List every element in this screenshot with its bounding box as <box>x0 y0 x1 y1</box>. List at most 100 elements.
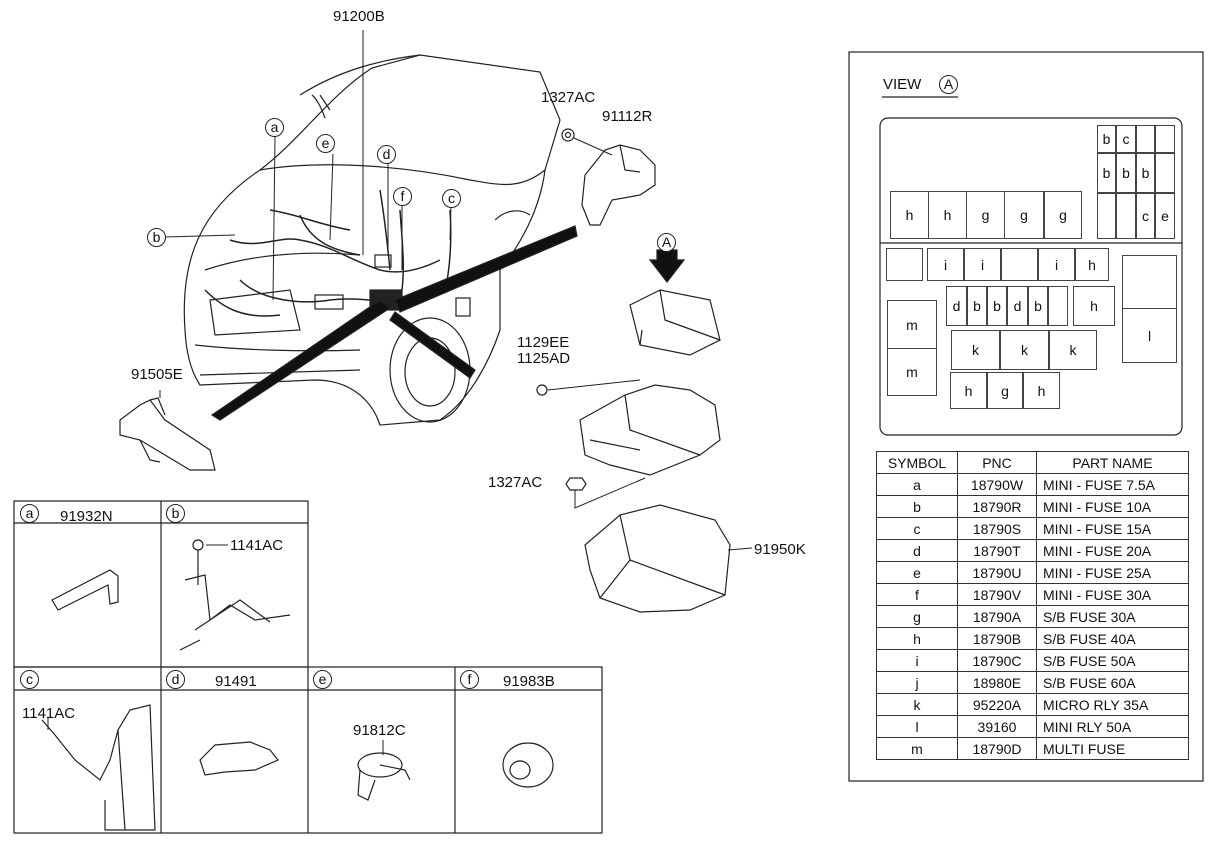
fuse-slot: b <box>1028 286 1048 326</box>
cell-part-name: S/B FUSE 60A <box>1036 671 1189 694</box>
cell-symbol: j <box>876 671 958 694</box>
relay-slot: k <box>1049 330 1097 370</box>
cell-part-name: S/B FUSE 40A <box>1036 627 1189 650</box>
panel-d-part: 91491 <box>215 673 257 690</box>
harness-marker-e: e <box>316 134 335 153</box>
fuse-slot: g <box>966 191 1005 239</box>
cell-symbol: m <box>876 737 958 760</box>
callout-bolt-top: 1327AC <box>541 89 596 106</box>
callout-bracket-left: 91505E <box>131 366 183 383</box>
panel-d-letter: d <box>166 670 185 689</box>
fuse-slot: h <box>928 191 967 239</box>
fuse-slot: i <box>1038 248 1075 281</box>
fuse-slot: d <box>1007 286 1028 326</box>
fuse-slot <box>1136 125 1155 153</box>
fuse-slot <box>1155 125 1175 153</box>
cell-symbol: e <box>876 561 958 584</box>
fuse-slot <box>1048 286 1068 326</box>
view-title-marker: A <box>939 75 958 94</box>
panel-e-sub: 91812C <box>353 722 406 739</box>
cell-pnc: 18790U <box>957 561 1037 584</box>
fuse-slot: c <box>1136 193 1155 239</box>
fuse-slot: c <box>1116 125 1136 153</box>
cell-symbol: a <box>876 473 958 496</box>
fuse-slot: g <box>1044 191 1082 239</box>
panel-b-sub: 1141AC <box>230 537 284 554</box>
cell-part-name: MINI - FUSE 7.5A <box>1036 473 1189 496</box>
panel-f-part: 91983B <box>503 673 555 690</box>
panel-f-letter: f <box>460 670 479 689</box>
callout-screws: 1129EE <box>517 334 570 351</box>
fuse-slot: h <box>1073 286 1115 326</box>
panel-c-sub: 1141AC <box>22 705 76 722</box>
panel-b-letter: b <box>166 504 185 523</box>
panel-a-part: 91932N <box>60 508 113 525</box>
cell-symbol: g <box>876 605 958 628</box>
harness-marker-f: f <box>393 187 412 206</box>
fuse-slot <box>1116 193 1136 239</box>
cell-part-name: S/B FUSE 50A <box>1036 649 1189 672</box>
cell-part-name: MINI - FUSE 20A <box>1036 539 1189 562</box>
cell-part-name: MULTI FUSE <box>1036 737 1189 760</box>
fuse-slot: i <box>927 248 964 281</box>
header-pnc: PNC <box>957 451 1037 474</box>
callout-bracket-right: 91112R <box>602 108 653 125</box>
fuse-slot <box>1001 248 1038 281</box>
fuse-slot: b <box>987 286 1007 326</box>
cell-pnc: 18790D <box>957 737 1037 760</box>
fuse-slot: g <box>1004 191 1044 239</box>
cell-symbol: d <box>876 539 958 562</box>
cell-pnc: 18790S <box>957 517 1037 540</box>
callout-nut: 1327AC <box>488 474 543 491</box>
multi-fuse-slot: m <box>887 300 937 350</box>
fuse-slot: b <box>967 286 987 326</box>
cell-symbol: l <box>876 715 958 738</box>
cell-pnc: 18790V <box>957 583 1037 606</box>
cell-pnc: 18790R <box>957 495 1037 518</box>
cell-part-name: S/B FUSE 30A <box>1036 605 1189 628</box>
view-title: VIEW <box>883 76 922 93</box>
cell-part-name: MINI - FUSE 15A <box>1036 517 1189 540</box>
relay-slot: l <box>1122 308 1177 363</box>
table-header-row: SYMBOL PNC PART NAME <box>876 451 1189 474</box>
relay-slot <box>1122 255 1177 310</box>
harness-marker-b: b <box>147 228 166 247</box>
cell-pnc: 18790T <box>957 539 1037 562</box>
multi-fuse-slot: m <box>887 348 937 396</box>
header-symbol: SYMBOL <box>876 451 958 474</box>
cell-symbol: k <box>876 693 958 716</box>
fuse-slot: b <box>1116 153 1136 193</box>
cell-part-name: MINI - FUSE 25A <box>1036 561 1189 584</box>
car-outline <box>183 54 561 426</box>
cell-part-name: MICRO RLY 35A <box>1036 693 1189 716</box>
panel-e-letter: e <box>313 670 332 689</box>
callout-main-harness: 91200B <box>333 8 385 25</box>
fuse-slot: g <box>987 372 1023 409</box>
cell-pnc: 18790C <box>957 649 1037 672</box>
fuse-slot <box>886 248 923 281</box>
cell-pnc: 39160 <box>957 715 1037 738</box>
fuse-slot: e <box>1155 193 1175 239</box>
fuse-slot: b <box>1097 153 1116 193</box>
harness-marker-c: c <box>442 189 461 208</box>
fuse-slot: b <box>1136 153 1155 193</box>
cell-symbol: f <box>876 583 958 606</box>
cell-part-name: MINI - FUSE 10A <box>1036 495 1189 518</box>
cell-pnc: 18790B <box>957 627 1037 650</box>
cell-pnc: 18790W <box>957 473 1037 496</box>
cell-symbol: c <box>876 517 958 540</box>
